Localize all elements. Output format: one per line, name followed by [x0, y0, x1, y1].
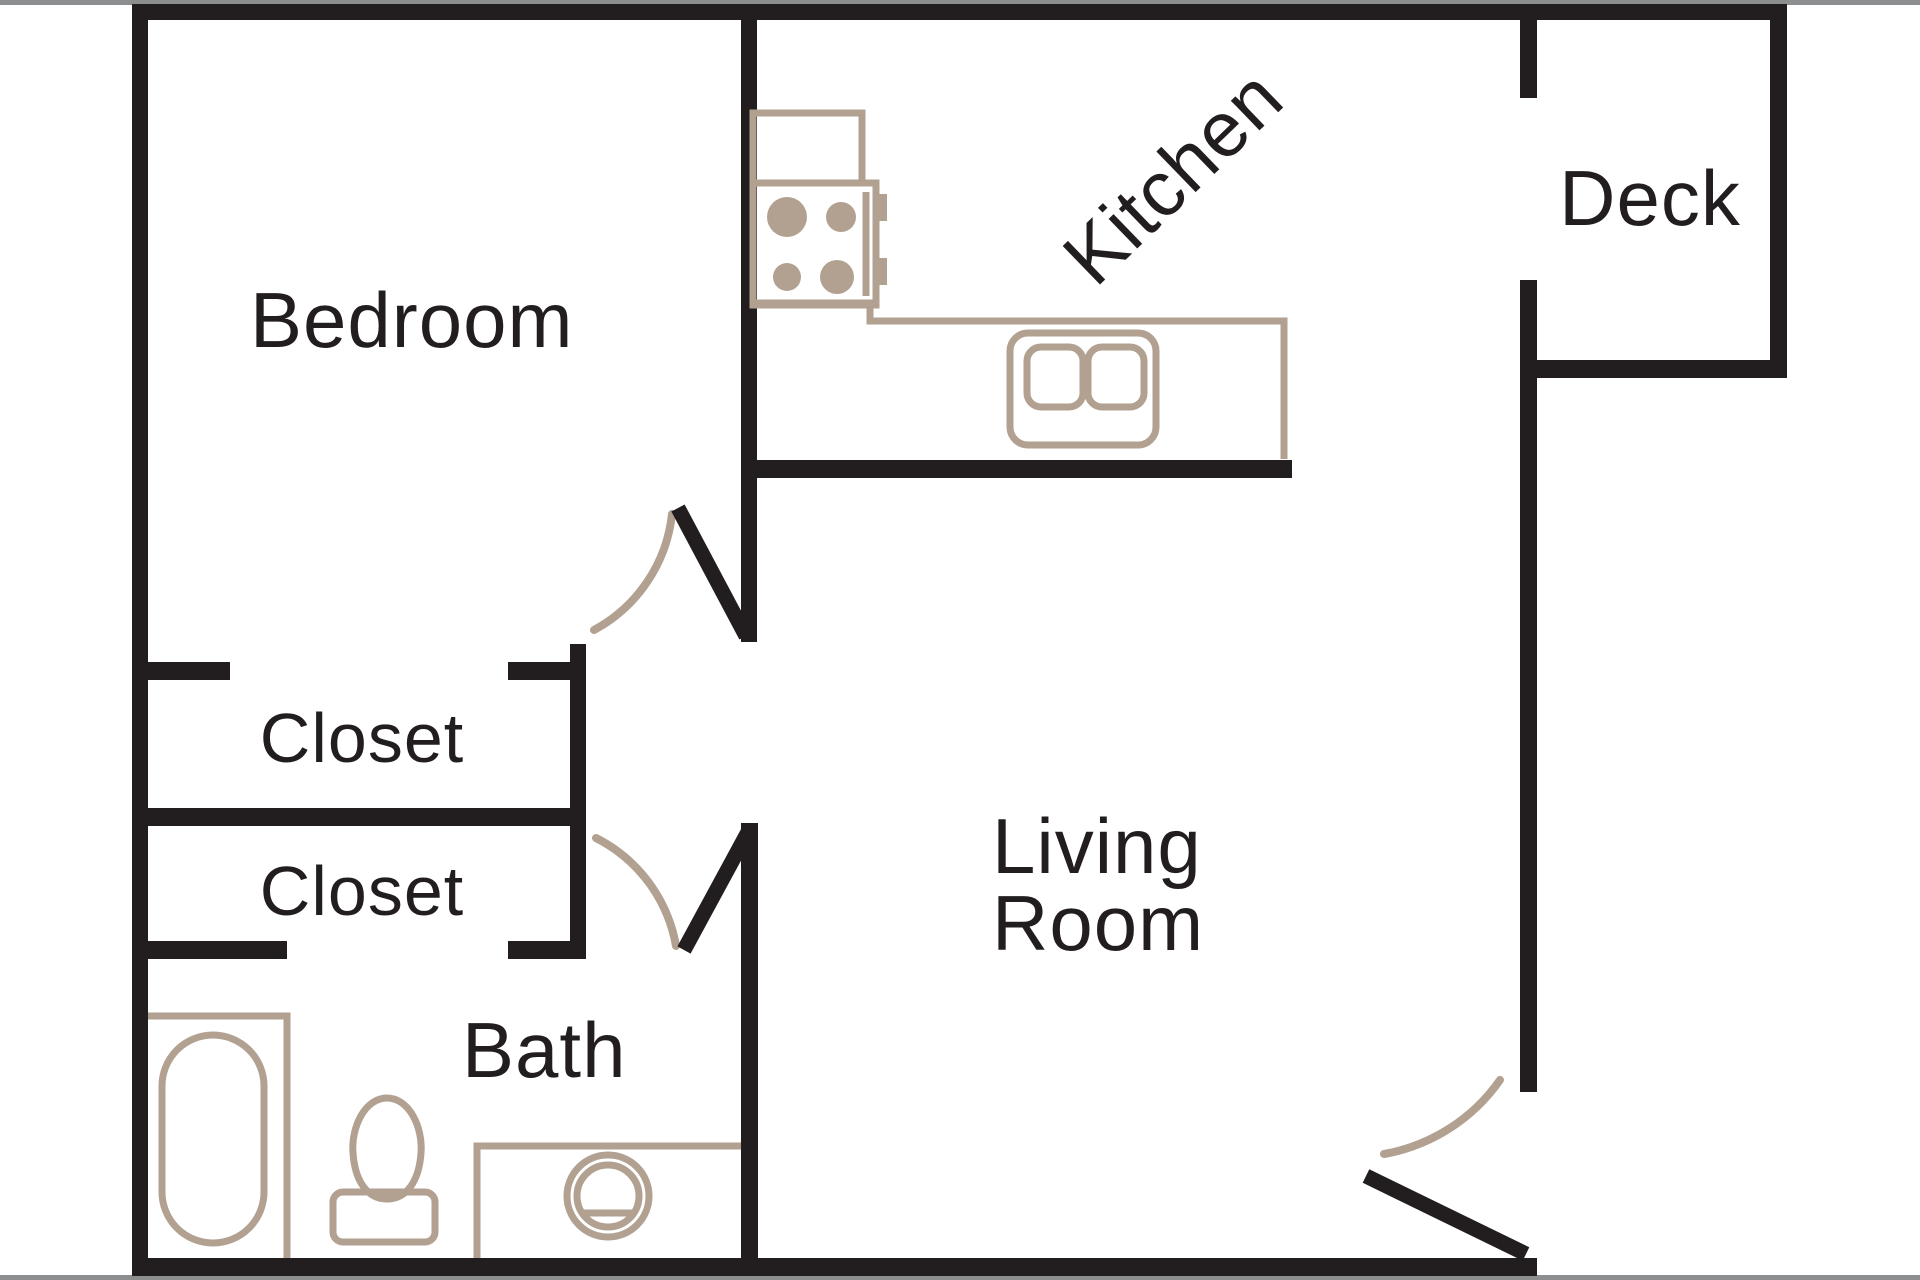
wall-closet-bottom-right-stub: [508, 941, 586, 959]
bath-door-arc: [592, 834, 680, 950]
burner-bottom-left: [773, 263, 801, 291]
room-label-bath: Bath: [462, 1006, 626, 1094]
room-label-closet-lower: Closet: [260, 852, 464, 930]
scan-edge-top: [0, 0, 1920, 5]
burner-top-right: [826, 202, 856, 232]
wall-deck-bottom: [1537, 360, 1787, 378]
room-labels: Bedroom Kitchen Deck Closet Closet Livin…: [250, 52, 1741, 1094]
tub-alcove-edge: [148, 1012, 291, 1258]
oven-handle-tab-bottom: [874, 258, 887, 285]
wall-closet-right: [570, 644, 586, 958]
wall-closet-top-right-stub: [508, 662, 586, 680]
kitchen-sink-basin-left: [1023, 343, 1087, 411]
toilet-tank: [329, 1188, 439, 1246]
room-label-deck: Deck: [1559, 154, 1741, 242]
toilet-icon: [349, 1094, 425, 1203]
bedroom-door-arc: [590, 510, 676, 634]
vanity-counter-edge: [473, 1142, 741, 1258]
wall-left: [132, 4, 148, 1276]
wall-closet-bottom-left-stub: [148, 941, 287, 959]
walls: [132, 4, 1787, 1276]
room-label-living-line1: Living: [992, 802, 1202, 890]
wall-deck-left-upper: [1520, 16, 1537, 98]
bedroom-door-leaf: [671, 504, 753, 640]
kitchen-sink-basin-right: [1084, 343, 1148, 411]
wall-living-right: [1520, 280, 1537, 1092]
wall-kitchen-peninsula: [741, 460, 1292, 478]
room-label-closet-upper: Closet: [260, 699, 464, 777]
burner-bottom-right: [820, 260, 854, 294]
wall-deck-right: [1770, 16, 1787, 378]
wall-bath-living: [741, 823, 758, 1258]
room-label-bedroom: Bedroom: [250, 276, 574, 364]
scan-edge-bottom: [0, 1275, 1920, 1280]
bath-door-leaf: [677, 828, 755, 954]
bathroom-sink-icon: [563, 1151, 653, 1241]
doors: [590, 504, 1530, 1261]
stove-icon: [749, 179, 880, 309]
kitchen-sink-icon: [1006, 329, 1160, 449]
room-label-living-line2: Room: [992, 879, 1204, 967]
bathtub-icon: [158, 1031, 268, 1247]
wall-bottom: [132, 1258, 1537, 1276]
counter-above-stove: [749, 109, 866, 187]
entry-door-arc: [1380, 1076, 1504, 1158]
wall-top: [132, 4, 1787, 20]
wall-closet-middle: [148, 808, 586, 826]
oven-handle-tab-top: [874, 194, 887, 221]
bath-fixtures: [148, 1012, 741, 1258]
room-label-kitchen: Kitchen: [1046, 52, 1299, 301]
entry-door-leaf: [1362, 1169, 1530, 1261]
kitchen-counter-edge: [753, 299, 1288, 459]
burner-top-left: [767, 197, 807, 237]
wall-closet-top-left-stub: [148, 662, 230, 680]
kitchen-fixtures: [749, 109, 1288, 459]
bathroom-sink-bowl: [573, 1161, 643, 1231]
